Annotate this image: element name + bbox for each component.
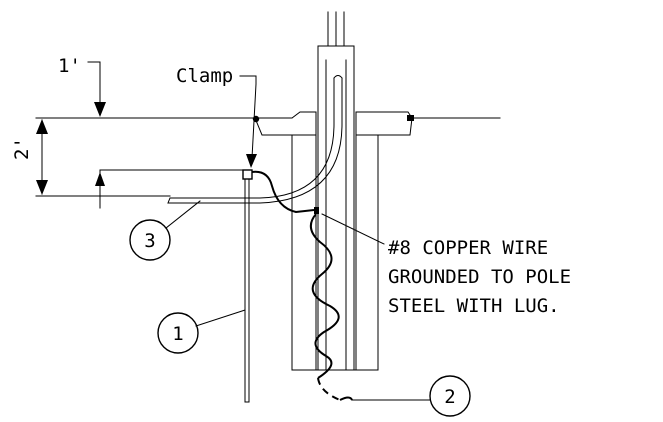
arrow-up-icon <box>95 172 105 186</box>
note-line-1: #8 COPPER WIRE <box>388 237 548 259</box>
note-line-3: STEEL WITH LUG. <box>388 295 560 317</box>
callout-1-number: 1 <box>172 323 183 345</box>
conduit-elbow <box>167 75 343 204</box>
callout-3-number: 3 <box>144 230 155 252</box>
arrow-up-icon <box>36 119 48 134</box>
wire-note: #8 COPPER WIRE GROUNDED TO POLE STEEL WI… <box>321 213 571 317</box>
callout-2-number: 2 <box>444 386 455 408</box>
pole <box>317 11 355 371</box>
copper-ground-wire <box>251 170 353 401</box>
dimension-lines <box>35 61 246 209</box>
clamp-icon <box>242 169 253 180</box>
ground-rod <box>242 169 253 403</box>
dimension-1ft: 1' <box>58 55 81 77</box>
note-line-2: GROUNDED TO POLE <box>388 266 571 288</box>
dimension-2ft: 2' <box>11 137 33 160</box>
callout-3: 3 <box>129 200 201 261</box>
clamp-label: Clamp <box>176 65 233 87</box>
anchor-bolt-nuts <box>252 115 414 123</box>
arrow-down-icon <box>36 180 48 195</box>
callout-2: 2 <box>351 375 471 417</box>
concrete-foundation <box>254 111 413 371</box>
arrow-down-icon <box>246 154 257 168</box>
arrow-down-icon <box>94 102 106 117</box>
callout-1: 1 <box>157 309 246 354</box>
